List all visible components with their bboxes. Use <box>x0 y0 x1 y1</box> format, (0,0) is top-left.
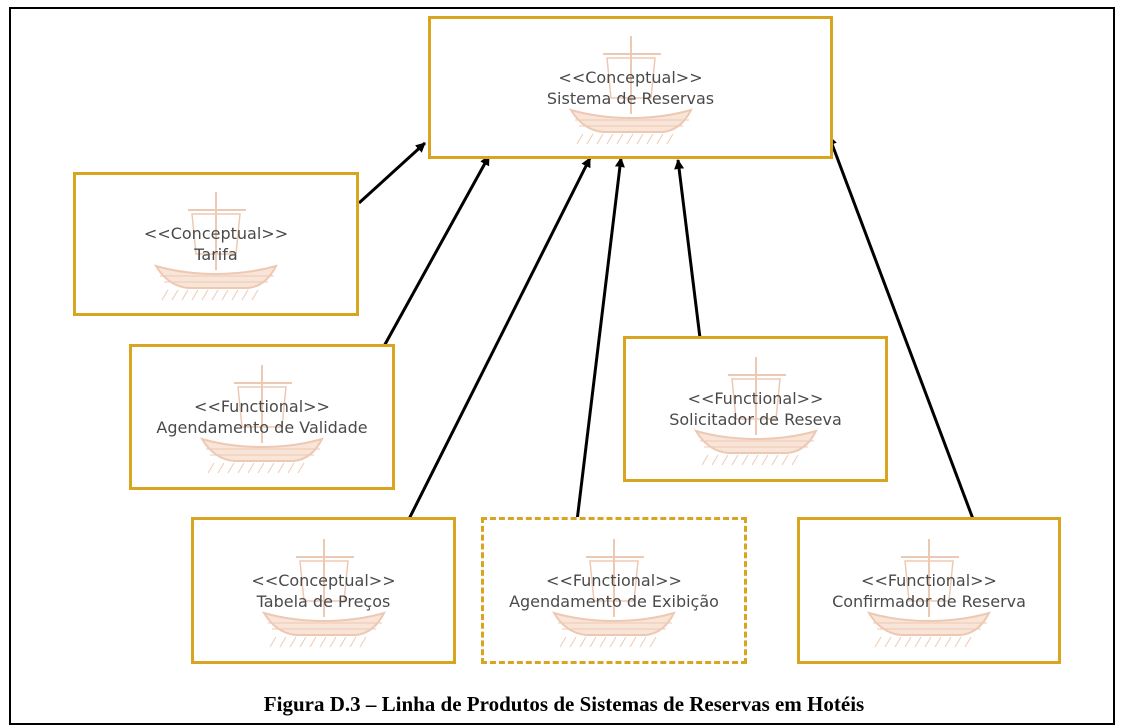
node-label: <<Functional>> Confirmador de Reserva <box>800 570 1058 612</box>
node-stereotype: <<Functional>> <box>861 570 997 590</box>
node-solicitador-de-reseva[interactable]: <<Functional>> Solicitador de Reseva <box>623 336 888 482</box>
node-label: <<Conceptual>> Tabela de Preços <box>194 570 453 612</box>
node-title: Confirmador de Reserva <box>832 591 1026 611</box>
node-agendamento-de-validade[interactable]: <<Functional>> Agendamento de Validade <box>129 344 395 490</box>
node-label: <<Functional>> Solicitador de Reseva <box>626 388 885 430</box>
viking-ship-icon <box>148 184 284 304</box>
node-tarifa[interactable]: <<Conceptual>> Tarifa <box>73 172 359 316</box>
node-title: Agendamento de Validade <box>156 418 368 437</box>
node-stereotype: <<Functional>> <box>194 397 330 416</box>
viking-ship-icon <box>563 28 699 148</box>
viking-ship-icon <box>194 357 330 477</box>
node-label: <<Functional>> Agendamento de Exibição <box>484 570 744 612</box>
figure-caption: Figura D.3 – Linha de Produtos de Sistem… <box>263 692 865 716</box>
node-stereotype: <<Functional>> <box>546 570 682 590</box>
node-label: <<Conceptual>> Sistema de Reservas <box>431 67 830 109</box>
node-stereotype: <<Functional>> <box>687 389 824 408</box>
node-title: Tarifa <box>194 245 238 264</box>
viking-ship-icon <box>688 349 824 469</box>
node-tabela-de-precos[interactable]: <<Conceptual>> Tabela de Preços <box>191 517 456 664</box>
viking-ship-icon <box>256 531 392 651</box>
node-stereotype: <<Conceptual>> <box>143 224 289 243</box>
node-label: <<Conceptual>> Tarifa <box>76 223 356 265</box>
viking-ship-icon <box>546 531 682 651</box>
node-sistema-de-reservas[interactable]: <<Conceptual>> Sistema de Reservas <box>428 16 833 159</box>
node-stereotype: <<Conceptual>> <box>558 67 703 87</box>
node-title: Tabela de Preços <box>256 591 391 611</box>
node-confirmador-de-reserva[interactable]: <<Functional>> Confirmador de Reserva <box>797 517 1061 664</box>
node-title: Solicitador de Reseva <box>669 410 842 429</box>
node-stereotype: <<Conceptual>> <box>251 570 396 590</box>
node-label: <<Functional>> Agendamento de Validade <box>132 396 392 438</box>
viking-ship-icon <box>861 531 997 651</box>
node-title: Agendamento de Exibição <box>509 591 719 611</box>
node-title: Sistema de Reservas <box>546 88 715 108</box>
node-agendamento-de-exibicao[interactable]: <<Functional>> Agendamento de Exibição <box>481 517 747 664</box>
